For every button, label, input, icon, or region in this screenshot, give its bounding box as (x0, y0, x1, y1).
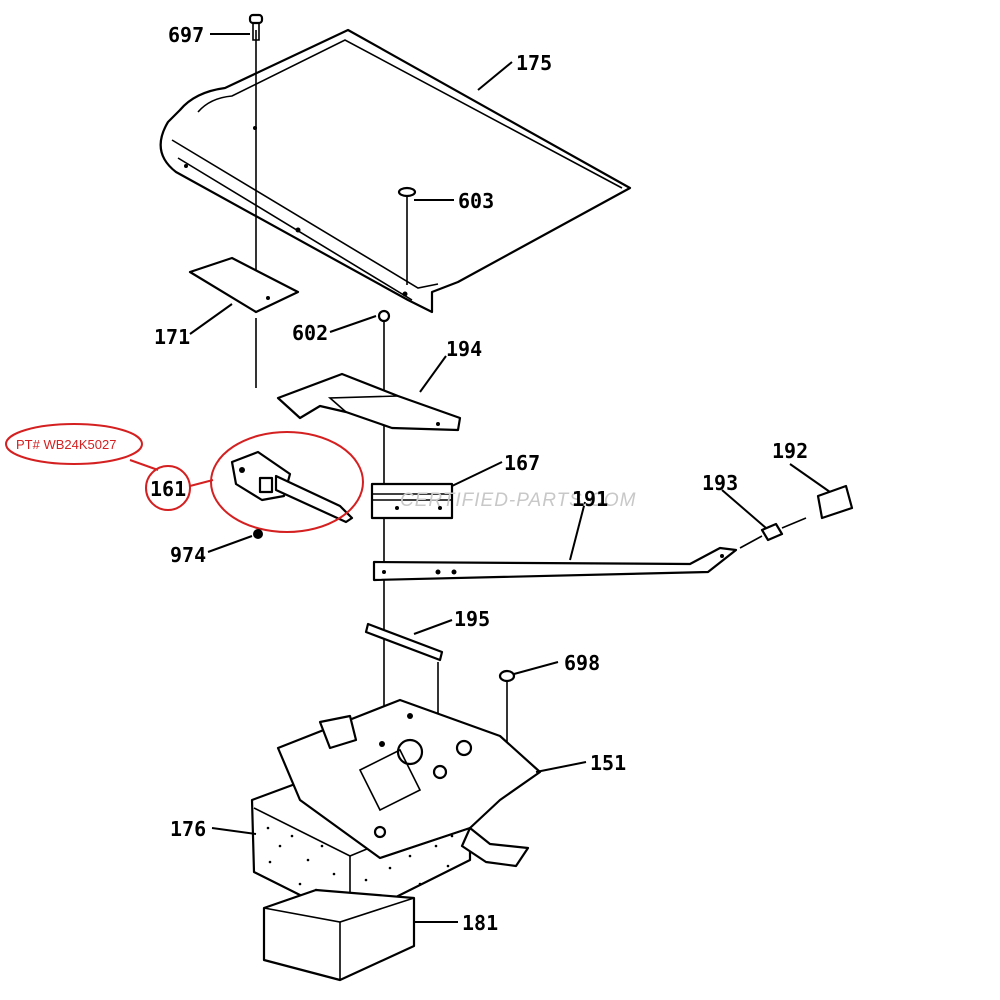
leader-lines (189, 33, 831, 923)
part-603-screw (397, 186, 417, 285)
callout-194: 194 (446, 337, 482, 361)
part-602-nut (377, 309, 391, 760)
part-171-shim (188, 256, 300, 388)
part-194-bracket (276, 372, 462, 432)
highlight-ring-161 (210, 431, 364, 533)
part-697-screw (248, 13, 264, 272)
part-161-switch (230, 450, 354, 524)
callout-195: 195 (454, 607, 490, 631)
part-181-base-block (262, 888, 416, 982)
callout-697: 697 (168, 23, 204, 47)
part-191-lever-arm (372, 546, 738, 582)
callout-191: 191 (572, 487, 608, 511)
pt-tag-oval (5, 423, 143, 465)
callout-193: 193 (702, 471, 738, 495)
callout-603: 603 (458, 189, 494, 213)
part-193-pin (739, 517, 807, 549)
callout-167: 167 (504, 451, 540, 475)
part-192-knob (816, 484, 854, 520)
callout-698: 698 (564, 651, 600, 675)
callout-602: 602 (292, 321, 328, 345)
callout-181: 181 (462, 911, 498, 935)
callout-161: 161 (150, 477, 186, 501)
callout-151: 151 (590, 751, 626, 775)
part-698-screw (498, 669, 516, 745)
callout-171: 171 (154, 325, 190, 349)
part-151-176-latch-assembly (250, 698, 542, 922)
part-167-block (370, 482, 454, 520)
callout-192: 192 (772, 439, 808, 463)
callout-175: 175 (516, 51, 552, 75)
part-175-cover-plate (159, 28, 632, 314)
part-number-tag: PT# WB24K5027 (16, 437, 116, 452)
part-974-nut (253, 529, 263, 539)
watermark: CERTIFIED-PARTS.COM (400, 490, 636, 511)
callout-974: 974 (170, 543, 206, 567)
callout-176: 176 (170, 817, 206, 841)
callout-161-circle (145, 465, 191, 511)
